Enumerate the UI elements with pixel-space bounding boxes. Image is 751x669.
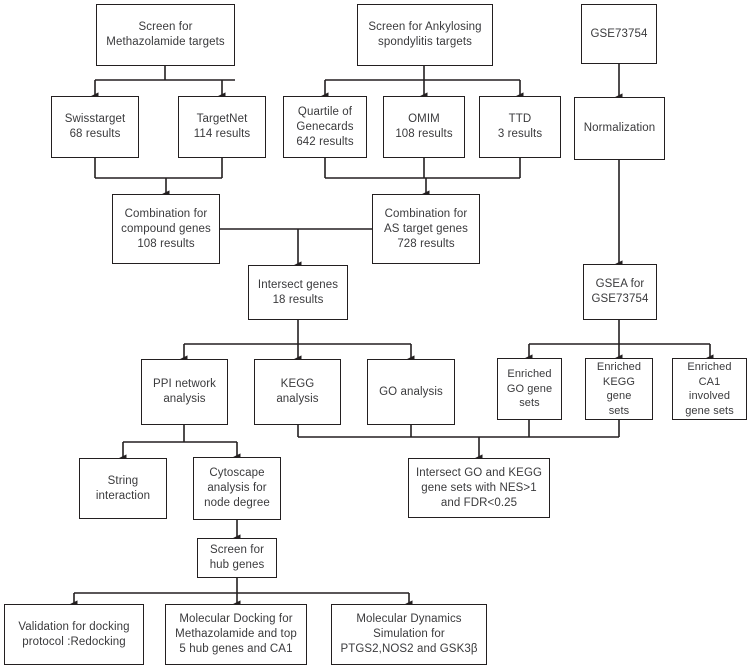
node-screen-hub-genes[interactable]: Screen for hub genes [197, 538, 277, 578]
node-gsea[interactable]: GSEA for GSE73754 [583, 264, 657, 320]
node-cytoscape-analysis[interactable]: Cytoscape analysis for node degree [193, 457, 281, 520]
node-validation-docking-protocol[interactable]: Validation for docking protocol :Redocki… [4, 604, 144, 665]
node-enriched-ca1-involved-gene-sets[interactable]: Enriched CA1 involved gene sets [672, 358, 747, 420]
node-enriched-go-gene-sets[interactable]: Enriched GO gene sets [497, 358, 562, 420]
node-screen-ankylosing-spondylitis[interactable]: Screen for Ankylosing spondylitis target… [357, 4, 493, 66]
node-ppi-network-analysis[interactable]: PPI network analysis [141, 359, 228, 425]
node-enriched-kegg-gene-sets[interactable]: Enriched KEGG gene sets [585, 358, 653, 420]
node-screen-methazolamide[interactable]: Screen for Methazolamide targets [96, 4, 235, 66]
node-targetnet[interactable]: TargetNet 114 results [178, 96, 266, 158]
node-normalization[interactable]: Normalization [574, 97, 665, 160]
node-swisstarget[interactable]: Swisstarget 68 results [51, 96, 139, 158]
node-ttd[interactable]: TTD 3 results [479, 96, 561, 158]
node-kegg-analysis[interactable]: KEGG analysis [254, 359, 341, 425]
node-string-interaction[interactable]: String interaction [79, 458, 167, 519]
node-omim[interactable]: OMIM 108 results [383, 96, 465, 158]
node-molecular-docking[interactable]: Molecular Docking for Methazolamide and … [165, 604, 307, 665]
node-intersect-go-kegg-gene-sets[interactable]: Intersect GO and KEGG gene sets with NES… [408, 458, 550, 518]
node-combination-as-target-genes[interactable]: Combination for AS target genes 728 resu… [372, 194, 480, 264]
node-quartile-genecards[interactable]: Quartile of Genecards 642 results [283, 96, 367, 158]
node-intersect-genes[interactable]: Intersect genes 18 results [248, 265, 348, 320]
node-go-analysis[interactable]: GO analysis [367, 359, 455, 425]
node-molecular-dynamics-simulation[interactable]: Molecular Dynamics Simulation for PTGS2,… [331, 604, 487, 665]
node-gse73754[interactable]: GSE73754 [581, 4, 657, 64]
node-combination-compound-genes[interactable]: Combination for compound genes 108 resul… [112, 194, 220, 264]
